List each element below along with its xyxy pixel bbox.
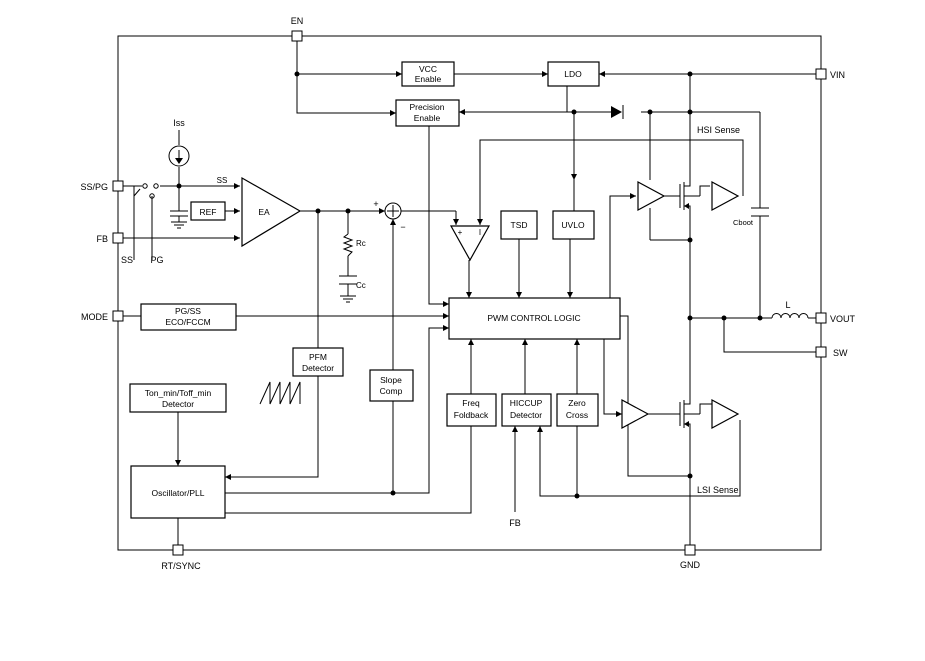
low-side-mosfet xyxy=(679,390,712,434)
fb-bottom-label: FB xyxy=(509,518,521,528)
freq-foldback-block xyxy=(446,393,497,427)
sum-minus-label: − xyxy=(400,222,405,232)
ton-toff-label-1: Ton_min/Toff_min xyxy=(145,388,212,398)
iss-current-source xyxy=(168,130,190,229)
pin-vout xyxy=(815,312,827,324)
sum-plus-label: + xyxy=(373,199,378,209)
pg-switch-label: PG xyxy=(150,255,163,265)
ea-label: EA xyxy=(258,207,270,217)
mux-switches xyxy=(133,183,159,199)
pin-mode xyxy=(112,310,124,322)
lsi-sense-label: LSI Sense xyxy=(697,485,739,495)
ls-sense-amp xyxy=(711,398,740,430)
inductor-icon xyxy=(771,313,809,319)
wires xyxy=(123,36,816,545)
cboot-capacitor xyxy=(751,207,769,217)
pfm-detector-label-1: PFM xyxy=(309,352,327,362)
junction-dots xyxy=(176,71,763,499)
hiccup-detector-block xyxy=(501,393,552,427)
zero-cross-label-1: Zero xyxy=(568,398,586,408)
hiccup-detector-label-1: HICCUP xyxy=(510,398,543,408)
zero-cross-label-2: Cross xyxy=(566,410,588,420)
slope-comp-block xyxy=(369,369,414,402)
slope-comp-label-1: Slope xyxy=(380,375,402,385)
comp-plus-label: + xyxy=(458,228,463,237)
precision-enable-label-1: Precision xyxy=(410,102,445,112)
hs-sense-amp xyxy=(711,180,740,212)
error-amplifier xyxy=(241,176,302,248)
oscillator-label: Oscillator/PLL xyxy=(152,488,205,498)
comp-minus-label: I xyxy=(479,228,481,237)
cc-label: Cc xyxy=(356,281,366,290)
pin-sw-label: SW xyxy=(833,348,848,358)
precision-enable-block xyxy=(395,99,460,127)
ldo-label: LDO xyxy=(564,69,582,79)
pin-en xyxy=(291,30,303,42)
cboot-label: Cboot xyxy=(733,218,754,227)
vcc-enable-label-1: VCC xyxy=(419,64,437,74)
ldo-block xyxy=(547,61,600,87)
vcc-enable-label-2: Enable xyxy=(415,74,442,84)
slope-comp-label-2: Comp xyxy=(380,386,403,396)
vcc-enable-block xyxy=(401,61,455,87)
pin-ss-pg xyxy=(112,180,124,192)
ls-driver xyxy=(621,398,650,430)
pin-rt-sync-label: RT/SYNC xyxy=(161,561,201,571)
pwm-comparator xyxy=(449,225,491,262)
pin-ss-pg-label: SS/PG xyxy=(80,182,108,192)
inductor-label: L xyxy=(785,300,790,310)
uvlo-label: UVLO xyxy=(561,220,585,230)
pg-ss-label-1: PG/SS xyxy=(175,306,201,316)
high-side-mosfet xyxy=(679,180,710,225)
ton-toff-block xyxy=(129,383,227,413)
ss-switch-label: SS xyxy=(121,255,133,265)
pin-rt-sync xyxy=(172,544,184,556)
ref-label: REF xyxy=(200,207,217,217)
hs-driver xyxy=(637,180,666,212)
tsd-block xyxy=(500,210,538,240)
pin-vin-label: VIN xyxy=(830,70,845,80)
pin-vout-label: VOUT xyxy=(830,314,856,324)
pwm-control-logic-block xyxy=(448,297,621,340)
oscillator-block xyxy=(130,465,226,519)
pin-mode-label: MODE xyxy=(81,312,108,322)
compensation-network xyxy=(339,233,357,303)
freq-foldback-label-2: Foldback xyxy=(454,410,489,420)
diode-icon xyxy=(611,105,624,119)
pin-fb-label: FB xyxy=(96,234,108,244)
pin-en-label: EN xyxy=(291,16,304,26)
freq-foldback-label-1: Freq xyxy=(462,398,480,408)
pin-gnd-label: GND xyxy=(680,560,701,570)
arrowheads xyxy=(175,71,636,480)
hsi-sense-label: HSI Sense xyxy=(697,125,740,135)
ss-signal-label: SS xyxy=(217,176,228,185)
pin-fb xyxy=(112,232,124,244)
pin-sw xyxy=(815,346,827,358)
rc-label: Rc xyxy=(356,239,366,248)
zero-cross-block xyxy=(556,393,599,427)
pin-vin xyxy=(815,68,827,80)
ic-boundary xyxy=(117,35,822,551)
precision-enable-label-2: Enable xyxy=(414,113,441,123)
uvlo-block xyxy=(552,210,595,240)
summing-junction xyxy=(384,202,402,220)
pwm-control-logic-label: PWM CONTROL LOGIC xyxy=(487,313,580,323)
pfm-detector-label-2: Detector xyxy=(302,363,334,373)
ton-toff-label-2: Detector xyxy=(162,399,194,409)
pfm-detector-block xyxy=(292,347,344,377)
tsd-label: TSD xyxy=(511,220,528,230)
pg-ss-block xyxy=(140,303,237,331)
pin-gnd xyxy=(684,544,696,556)
sawtooth-icon xyxy=(259,381,301,405)
hiccup-detector-label-2: Detector xyxy=(510,410,542,420)
iss-label: Iss xyxy=(173,118,185,128)
ref-block xyxy=(190,201,226,221)
pg-ss-label-2: ECO/FCCM xyxy=(165,317,210,327)
